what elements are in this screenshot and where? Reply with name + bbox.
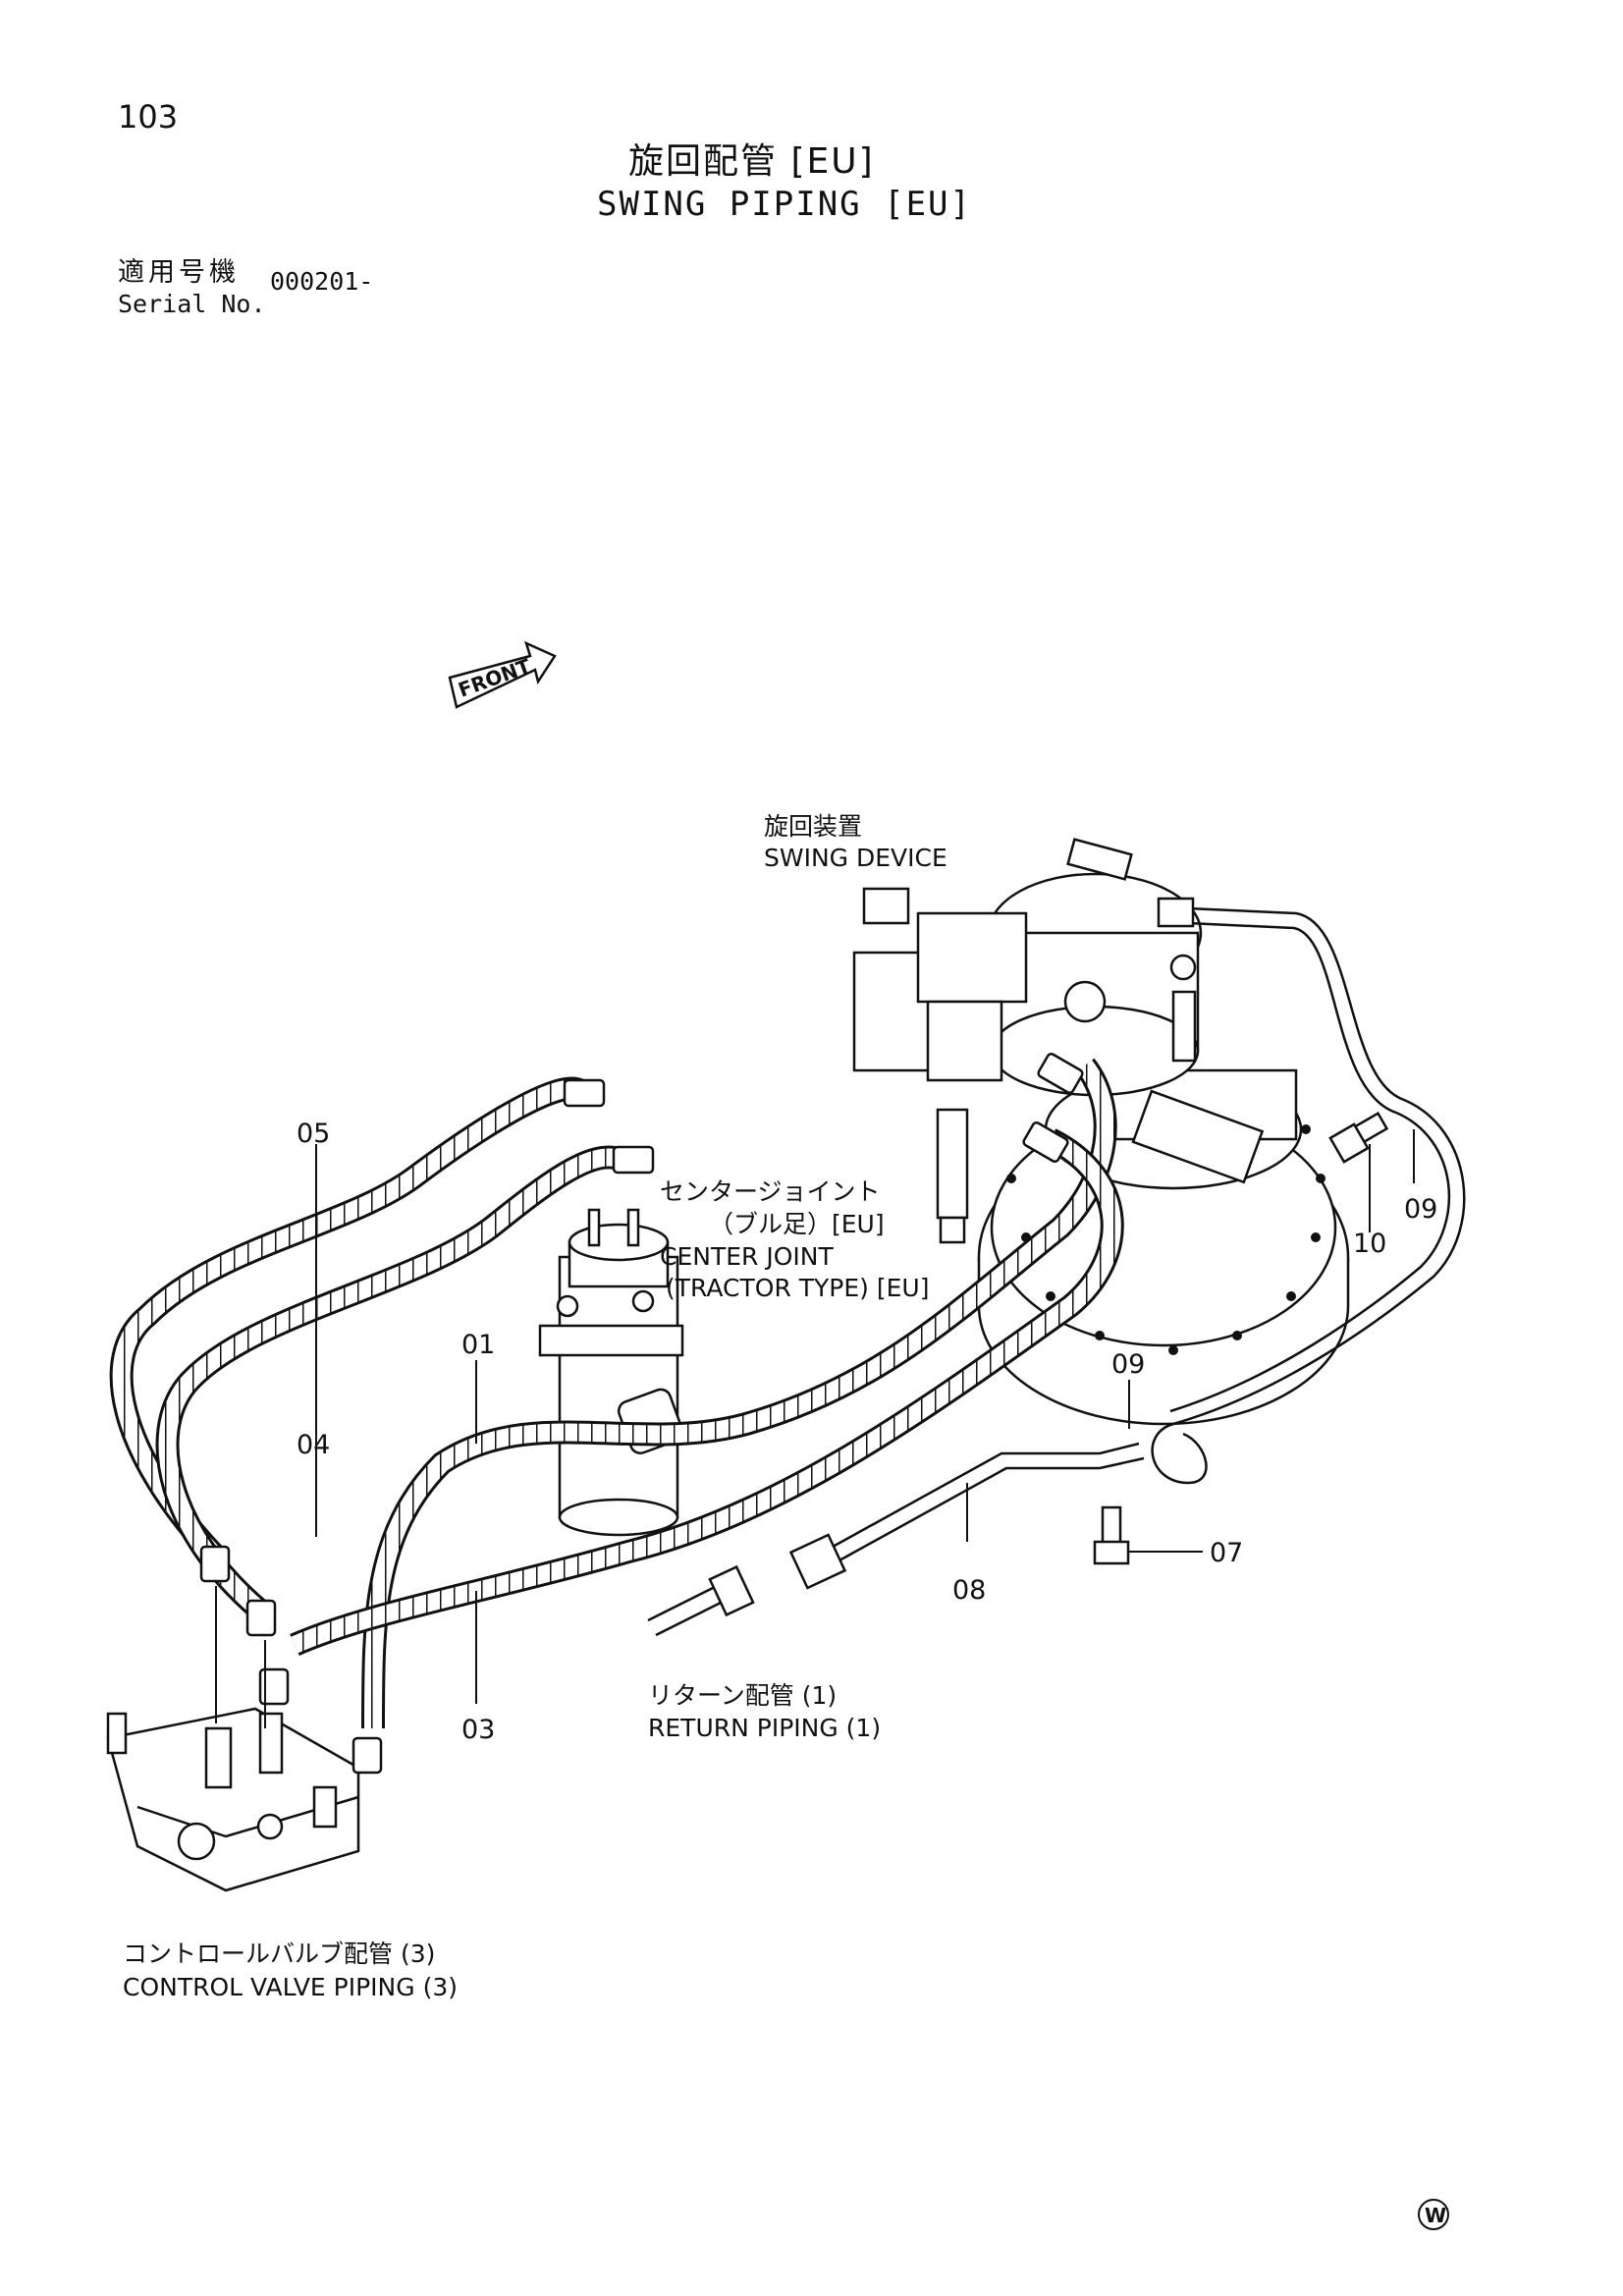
callout-09-upper: 09 (1404, 1194, 1437, 1225)
front-arrow-icon: FRONT (448, 640, 557, 709)
serial-value: 000201- (270, 267, 374, 296)
center-joint-label-en2: (TRACTOR TYPE) [EU] (666, 1274, 929, 1302)
callout-07: 07 (1210, 1538, 1243, 1568)
center-joint (538, 1208, 684, 1537)
title-english: SWING PIPING [EU] (597, 185, 972, 224)
return-piping-label-ja: リターン配管 (1) (648, 1681, 837, 1710)
swing-device-label-ja: 旋回装置 (764, 812, 862, 841)
control-valve (106, 1707, 360, 1892)
callout-05: 05 (297, 1119, 330, 1149)
control-valve-label-ja: コントロールバルブ配管 (3) (123, 1940, 435, 1968)
w-mark-label: W (1425, 2204, 1446, 2227)
hose-04 (155, 1145, 622, 1620)
bolts (1093, 1111, 1389, 1565)
callout-04: 04 (297, 1430, 330, 1460)
callout-09-lower: 09 (1111, 1349, 1145, 1380)
steel-pipes (647, 897, 1466, 1637)
w-mark-icon: W (1418, 2199, 1449, 2230)
serial-label-japanese: 適用号機 (118, 257, 240, 288)
center-joint-label-en: CENTER JOINT (660, 1242, 834, 1271)
hose-05 (109, 1076, 585, 1565)
serial-label-english: Serial No. (118, 290, 266, 318)
page-number: 103 (118, 98, 179, 136)
swing-device-label-en: SWING DEVICE (764, 844, 947, 872)
callout-03: 03 (461, 1715, 495, 1745)
center-joint-label-ja2: （ブル足）[EU] (709, 1210, 885, 1238)
hose-03 (290, 1128, 1124, 1656)
leader-lines (215, 1129, 1415, 1728)
control-valve-label-en: CONTROL VALVE PIPING (3) (123, 1973, 458, 2001)
callout-10: 10 (1353, 1229, 1386, 1259)
callout-01: 01 (461, 1330, 495, 1360)
front-label: FRONT (456, 654, 534, 702)
hose-fittings (199, 1052, 1084, 1775)
title-japanese: 旋回配管 [EU] (628, 141, 875, 182)
callout-08: 08 (952, 1575, 986, 1606)
hose-01 (361, 1058, 1117, 1729)
center-joint-label-ja: センタージョイント (660, 1177, 881, 1206)
return-piping-label-en: RETURN PIPING (1) (648, 1714, 881, 1742)
